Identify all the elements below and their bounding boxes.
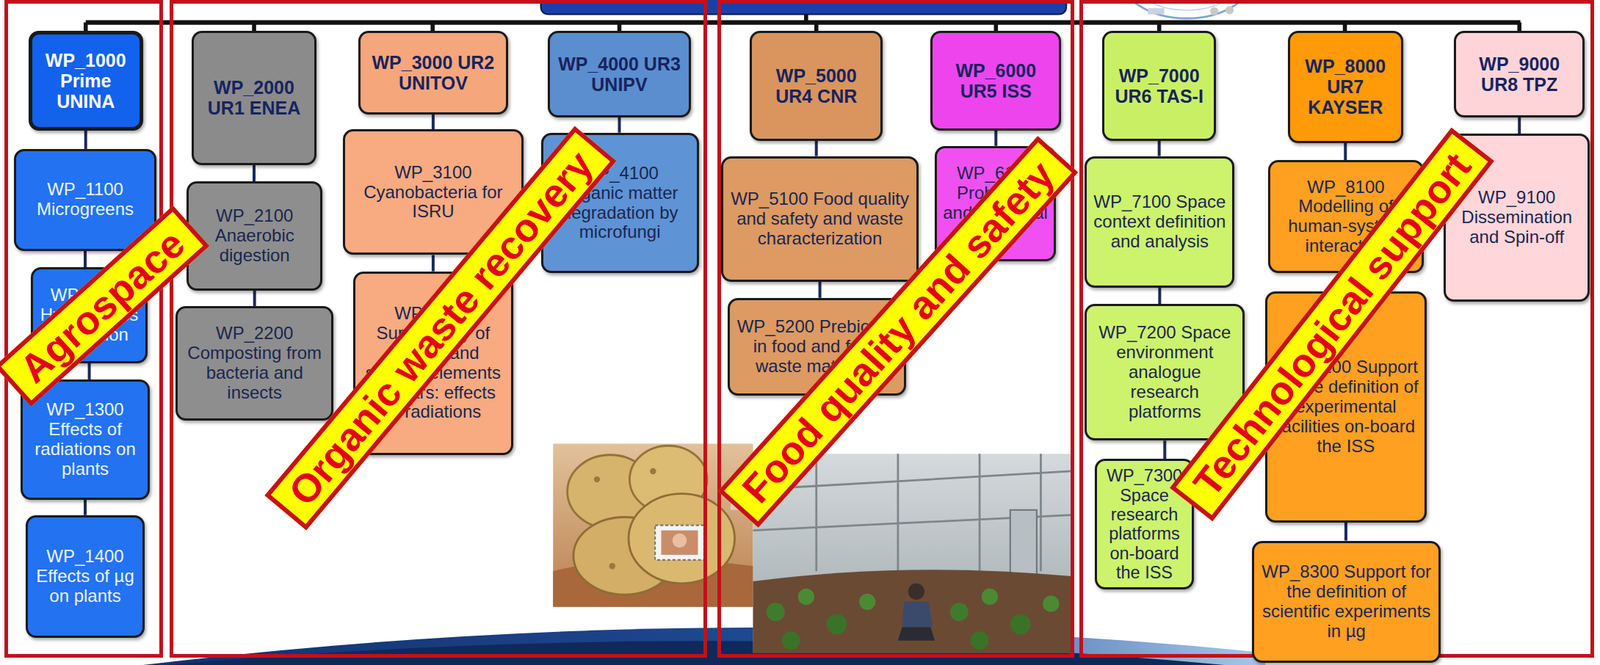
potato-photo-part (552, 443, 753, 607)
box-label: WP_1100 Microgreens (22, 179, 148, 220)
box-label: WP_2000 UR1 ENEA (199, 77, 309, 119)
box-label: WP_5000 UR4 CNR (757, 65, 875, 107)
work-package-header: WP_6000 UR5 ISS (930, 30, 1062, 131)
plants-part (1010, 614, 1031, 636)
work-package-header: WP_2000 UR1 ENEA (191, 30, 317, 166)
potato-photo-part (654, 525, 705, 561)
potato-photo-part (661, 530, 699, 556)
work-package-header: WP_4000 UR3 UNIPV (547, 30, 691, 118)
box-label: WP_8000 UR7 KAYSER (1296, 55, 1396, 118)
tree-connector (1344, 522, 1348, 542)
box-label: WP_7100 Space context definition and ana… (1092, 192, 1227, 252)
plants-part (970, 631, 990, 650)
work-package-header: WP_3000 UR2 UNITOV (358, 30, 509, 115)
person-part (908, 583, 925, 600)
tree-connector (994, 130, 998, 147)
box-label: WP_1400 Effects of µg on plants (33, 547, 138, 607)
work-package-header: WP_5000 UR4 CNR (749, 30, 883, 141)
tree-connector (84, 130, 88, 150)
work-package-header: WP_1000 Prime UNINA (28, 30, 144, 131)
plants-part (798, 588, 815, 606)
plants-part (1042, 596, 1059, 613)
work-package-header: WP_9000 UR8 TPZ (1453, 30, 1585, 118)
group-frame: Technological supportWP_7000 UR6 TAS-IWP… (1079, 0, 1594, 658)
work-package-box: WP_2100 Anaerobic digestion (186, 181, 323, 291)
group-frame: AgrospaceWP_1000 Prime UNINAWP_1100 Micr… (4, 0, 164, 658)
tree-connector (1163, 440, 1167, 459)
tree-connector (83, 251, 87, 268)
greenhouse-photo-part (753, 453, 1073, 653)
work-package-box: WP_5100 Food quality and safety and wast… (721, 156, 918, 282)
work-package-box: WP_8300 Support for the definition of sc… (1251, 541, 1441, 664)
potato-photo (552, 443, 753, 607)
tree-bar-part (85, 19, 1521, 25)
work-package-box: WP_7200 Space environment analogue resea… (1084, 303, 1245, 441)
potato-photo-part (649, 468, 656, 475)
box-label: WP_3100 Cyanobacteria for ISRU (350, 163, 516, 223)
greenhouse-photo (753, 453, 1073, 653)
work-package-header: WP_7000 UR6 TAS-I (1102, 30, 1217, 141)
tree-connector (1157, 287, 1161, 304)
work-package-box: WP_1400 Effects of µg on plants (25, 515, 146, 639)
box-label: WP_6000 UR5 ISS (938, 60, 1053, 102)
box-label: WP_9100 Dissemination and Spin-off (1451, 187, 1582, 248)
box-label: WP_7000 UR6 TAS-I (1110, 65, 1209, 107)
person (898, 583, 935, 642)
tree-connector (88, 363, 92, 380)
tree-connector (253, 290, 257, 307)
box-label: WP_5100 Food quality and safety and wast… (729, 189, 910, 249)
box-label: WP_9000 UR8 TPZ (1461, 53, 1577, 95)
box-label: WP_8300 Support for the definition of sc… (1260, 562, 1433, 642)
work-package-box: WP_2200 Composting from bacteria and ins… (175, 306, 334, 421)
work-package-box: WP_7100 Space context definition and ana… (1084, 156, 1235, 288)
logo-part (1210, 7, 1219, 16)
tree-connector (431, 114, 435, 130)
potato-photo-part (672, 533, 687, 548)
work-package-box: WP_1100 Microgreens (13, 149, 156, 252)
box-label: WP_7200 Space environment analogue resea… (1092, 323, 1237, 422)
greenhouse-photo-part (753, 569, 1073, 653)
logo-part (1147, 8, 1164, 14)
plants-part (981, 588, 998, 606)
box-label: WP_2100 Anaerobic digestion (194, 206, 315, 266)
tree-connector (83, 500, 87, 516)
plants-part (826, 614, 848, 636)
potato-photo-part (609, 563, 616, 570)
tree-connector (252, 165, 256, 182)
box-label: WP_3000 UR2 UNITOV (366, 52, 501, 94)
group-frame: Organic waste recoveryWP_2000 UR1 ENEAWP… (169, 0, 708, 658)
box-label: WP_1000 Prime UNINA (38, 49, 134, 112)
tree-connector (431, 254, 435, 271)
tree-connector (818, 281, 822, 299)
box-label: WP_2200 Composting from bacteria and ins… (183, 323, 326, 404)
work-package-header: WP_8000 UR7 KAYSER (1287, 30, 1404, 144)
plants-part (781, 631, 800, 650)
tree-connector (1343, 143, 1347, 161)
person-part (901, 602, 933, 628)
group-frame: Food quality and safetyWP_5000 UR4 CNRWP… (717, 0, 1075, 658)
box-label: WP_4000 UR3 UNIPV (555, 53, 683, 95)
potato-photo-part (594, 476, 600, 483)
tree-connector (815, 140, 818, 157)
person-part (898, 627, 935, 642)
tree-connector (1517, 117, 1521, 134)
plants-part (766, 602, 785, 622)
plants-part (859, 594, 876, 611)
tree-connector (618, 117, 622, 133)
logo-part (1225, 5, 1234, 14)
plants-part (950, 602, 969, 622)
box-label: WP_1300 Effects of radiations on plants (28, 400, 142, 480)
tree-connector (1157, 140, 1161, 157)
